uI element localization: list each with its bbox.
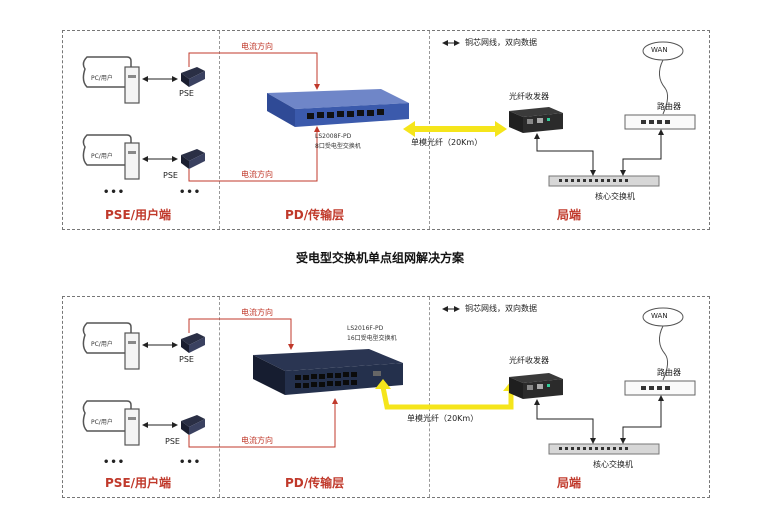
pse-injector-icon: [181, 333, 205, 353]
pse-label: PSE: [163, 171, 178, 180]
legend-text: 铜芯网线，双向数据: [465, 304, 537, 313]
more-pse-dots: •••: [179, 187, 202, 198]
current-direction-label: 电流方向: [241, 170, 273, 179]
switch-description: 8口受电型交换机: [315, 143, 361, 150]
more-users-dots: •••: [103, 457, 126, 468]
switch-model: LS2008F-PD: [315, 133, 352, 140]
router-icon: [624, 380, 696, 396]
pse-label: PSE: [179, 355, 194, 364]
transceiver-label: 光纤收发器: [509, 92, 549, 101]
zone-label-transport: PD/传输层: [285, 476, 345, 490]
current-direction-label: 电流方向: [241, 308, 273, 317]
switch-model: LS2016F-PD: [347, 325, 384, 332]
pc-icon: [82, 134, 140, 180]
pd-switch-icon: [267, 89, 409, 127]
zone-divider: [219, 31, 220, 229]
fiber-label: 单模光纤（20Km）: [407, 414, 479, 423]
fiber-link: [403, 121, 507, 137]
router-label: 路由器: [657, 368, 681, 377]
pc-label: PC/用户: [91, 153, 113, 160]
current-direction-label: 电流方向: [241, 42, 273, 51]
current-direction-label: 电流方向: [241, 436, 273, 445]
pse-injector-icon: [181, 415, 205, 435]
zone-divider: [219, 297, 220, 497]
pc-label: PC/用户: [91, 341, 113, 348]
zone-divider: [429, 297, 430, 497]
zone-label-user: PSE/用户端: [105, 208, 172, 222]
core-switch-label: 核心交换机: [593, 460, 633, 469]
fiber-transceiver-icon: [509, 373, 563, 399]
core-switch-label: 核心交换机: [595, 192, 635, 201]
zone-label-transport: PD/传输层: [285, 208, 345, 222]
diagram-panel-top: 铜芯网线，双向数据 电流方向 电流方向 PC/用户 PC/用户 PSE PSE …: [62, 30, 710, 230]
pd-switch-icon: [253, 349, 403, 395]
pc-icon: [82, 56, 140, 104]
zone-label-central: 局端: [557, 208, 582, 222]
transceiver-label: 光纤收发器: [509, 356, 549, 365]
diagram-panel-bottom: 铜芯网线，双向数据 电流方向 电流方向 PC/用户 PC/用户 PSE PSE …: [62, 296, 710, 498]
router-label: 路由器: [657, 102, 681, 111]
legend-text: 铜芯网线，双向数据: [465, 38, 537, 47]
zone-label-central: 局端: [557, 476, 582, 490]
more-users-dots: •••: [103, 187, 126, 198]
pc-label: PC/用户: [91, 75, 113, 82]
more-pse-dots: •••: [179, 457, 202, 468]
diagram-graphics: [82, 40, 696, 187]
fiber-transceiver-icon: [509, 107, 563, 133]
pse-injector-icon: [181, 67, 205, 87]
diagram-title: 受电型交换机单点组网解决方案: [295, 251, 464, 265]
core-switch-icon: [548, 443, 660, 455]
fiber-label: 单模光纤（20Km）: [411, 138, 483, 147]
pse-injector-icon: [181, 149, 205, 169]
zone-label-user: PSE/用户端: [105, 476, 172, 490]
pse-label: PSE: [165, 437, 180, 446]
pc-icon: [82, 400, 140, 446]
pse-label: PSE: [179, 89, 194, 98]
switch-description: 16口受电型交换机: [347, 335, 397, 342]
core-switch-icon: [548, 175, 660, 187]
pc-icon: [82, 322, 140, 370]
diagram-graphics: [82, 306, 696, 455]
wan-label: WAN: [651, 312, 668, 320]
router-icon: [624, 114, 696, 130]
pc-label: PC/用户: [91, 419, 113, 426]
wan-label: WAN: [651, 46, 668, 54]
